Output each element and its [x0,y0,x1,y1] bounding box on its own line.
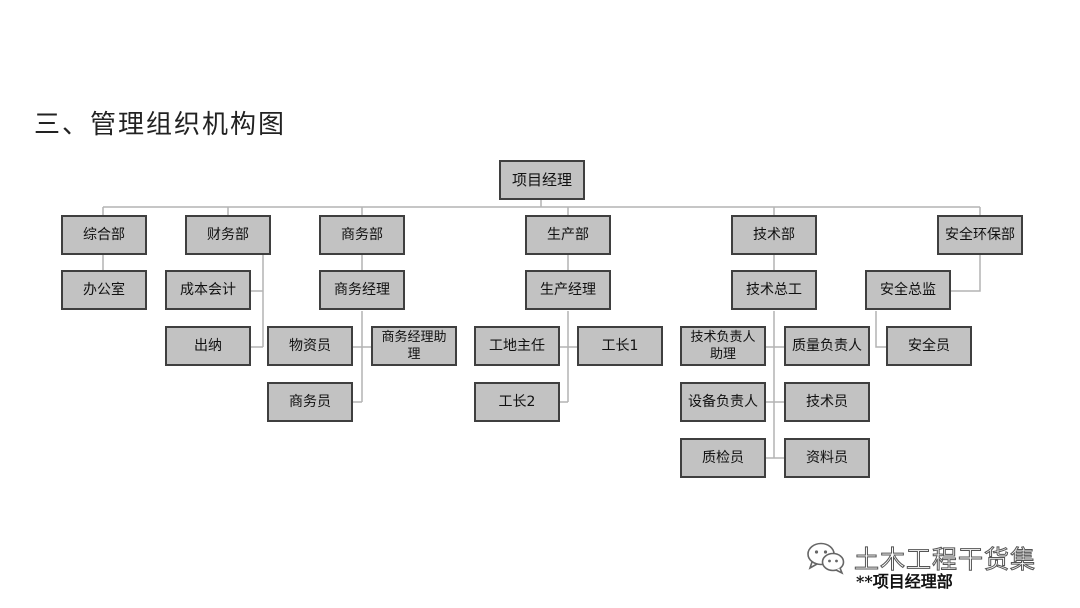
site-supervisor-box: 工地主任 [474,326,560,366]
watermark-text: 土木工程干货集 [853,545,1037,575]
office-box: 办公室 [61,270,147,310]
technician-box: 技术员 [784,382,870,422]
safety-director-box: 安全总监 [865,270,951,310]
safety-department-box: 安全环保部 [937,215,1023,255]
wechat-icon [807,542,845,575]
safety-officer-box: 安全员 [886,326,972,366]
foreman-2-box: 工长2 [474,382,560,422]
production-manager-box: 生产经理 [525,270,611,310]
quality-inspector-box: 质检员 [680,438,766,478]
finance-department-box: 财务部 [185,215,271,255]
documentation-clerk-box: 资料员 [784,438,870,478]
commerce-clerk-box: 商务员 [267,382,353,422]
watermark: 土木工程干货集 [806,540,1036,576]
chief-engineer-box: 技术总工 [731,270,817,310]
commerce-manager-assistant-box: 商务经理助理 [371,326,457,366]
commerce-manager-box: 商务经理 [319,270,405,310]
project-manager-box: 项目经理 [499,160,585,200]
footer-label: **项目经理部 [856,572,953,591]
commerce-department-box: 商务部 [319,215,405,255]
cost-accountant-box: 成本会计 [165,270,251,310]
cashier-box: 出纳 [165,326,251,366]
page-title: 三、管理组织机构图 [34,110,287,140]
production-department-box: 生产部 [525,215,611,255]
equipment-lead-box: 设备负责人 [680,382,766,422]
foreman-1-box: 工长1 [577,326,663,366]
quality-lead-box: 质量负责人 [784,326,870,366]
tech-lead-assistant-box: 技术负责人助理 [680,326,766,366]
general-department-box: 综合部 [61,215,147,255]
materials-clerk-box: 物资员 [267,326,353,366]
technology-department-box: 技术部 [731,215,817,255]
